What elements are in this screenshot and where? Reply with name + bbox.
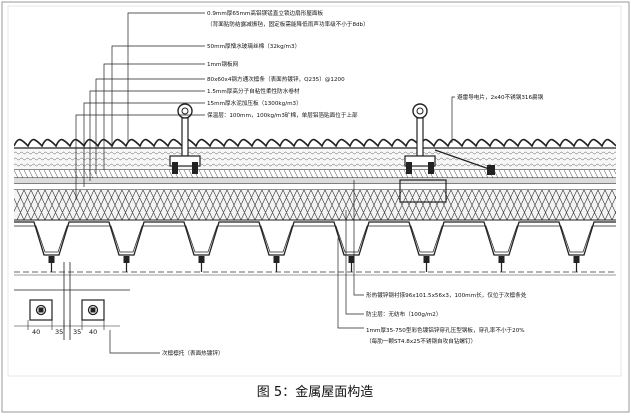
label-membrane: 1.5mm厚高分子自粘性柔性防水卷材	[207, 87, 300, 95]
dim-label-2: 35	[55, 328, 63, 336]
deck-screw	[574, 256, 580, 263]
cement-board	[14, 184, 616, 190]
label-steel-deck-sub: （每肋一颗ST4.8x25不锈钢自攻自钻螺钉）	[366, 337, 476, 345]
label-cement-board: 15mm厚水泥加压板（1300kg/m3）	[207, 99, 302, 107]
deck-screw	[274, 256, 280, 263]
label-panel: 0.9mm厚65mm高铝镁锰直立锁边扇形屋面板	[207, 9, 324, 17]
label-steel-deck: 1mm厚35-750型彩色镀铝锌穿孔压型钢板，穿孔率不小于20%	[366, 326, 525, 334]
label-lightning: 避雷导电片，2x40不锈钢316扁钢	[457, 93, 544, 101]
figure-caption: 图 5：金属屋面构造	[257, 384, 373, 400]
label-steel-mesh: 1mm钢板网	[207, 60, 239, 68]
waterproof-membrane	[14, 178, 616, 184]
deck-screw	[349, 256, 355, 263]
dim-label-1: 40	[32, 328, 40, 336]
label-gasket: 形热镀锌钢衬搽96x101.5x56x3，100mm长，仅位于次檩条处	[366, 291, 527, 299]
dim-label-3: 35	[73, 328, 81, 336]
deck-screw	[199, 256, 205, 263]
label-insulation: 保温层：100mm，100kg/m3矿棉，单层铝箔贴面位于上部	[207, 111, 358, 119]
label-vapor-barrier: 防尘层：无纺布（100g/m2）	[366, 310, 441, 318]
deck-screw	[49, 256, 55, 263]
label-glass-wool: 50mm厚憎水玻璃丝棉（32kg/m3）	[207, 42, 300, 50]
label-purlin: 80x60x4钢方通次檩条（表面热镀锌，Q235）@1200	[207, 75, 345, 83]
label-bracket: 次檩檩托（表面热镀锌）	[162, 349, 224, 357]
deck-screw	[124, 256, 130, 263]
label-panel-sub: （背面贴防结露减振毡，固定板需能降低雨声功率级不小于8db）	[207, 20, 369, 28]
steel-mesh-layer	[14, 170, 616, 178]
deck-screw	[499, 256, 505, 263]
deck-screw	[424, 256, 430, 263]
dim-label-4: 40	[89, 328, 97, 336]
